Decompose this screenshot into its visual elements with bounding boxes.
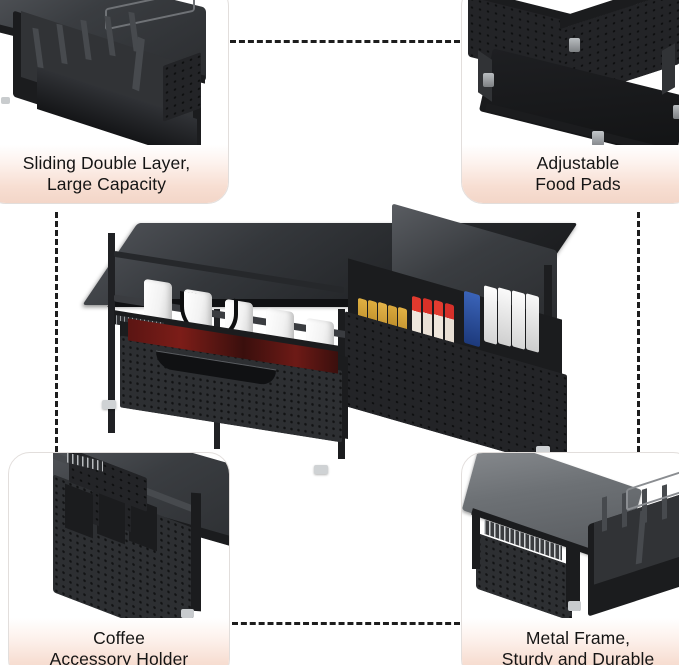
panel-caption-sliding-double-layer: Sliding Double Layer, Large Capacity xyxy=(0,145,228,203)
leveling-foot xyxy=(102,400,116,409)
caption-line-1: Metal Frame, xyxy=(525,628,631,649)
panel-metal-frame[interactable]: Metal Frame, Sturdy and Durable xyxy=(461,452,679,665)
panel-image-adjustable-food-pads xyxy=(462,0,679,203)
tea-box-white xyxy=(512,290,525,350)
tea-box-white xyxy=(498,287,511,347)
caption-line-2: Accessory Holder xyxy=(49,649,189,665)
leveling-foot xyxy=(536,446,550,455)
caption-line-1: Sliding Double Layer, xyxy=(22,153,191,174)
tea-box-white xyxy=(484,285,497,345)
adjustable-foot-pad xyxy=(592,131,604,146)
hero-alt-text: Black metal under-desk coffee station ho… xyxy=(92,213,93,214)
leveling-foot xyxy=(314,465,328,474)
panel-image-coffee-accessory-holder xyxy=(9,453,229,665)
caption-line-2: Sturdy and Durable xyxy=(501,649,655,665)
panel-adjustable-food-pads[interactable]: Adjustable Food Pads xyxy=(461,0,679,204)
connector-line-right xyxy=(637,212,640,452)
tray-divider xyxy=(602,496,607,532)
panel-image-sliding-double-layer xyxy=(0,0,228,203)
leveling-foot xyxy=(1,97,10,104)
tea-box-white xyxy=(526,293,539,353)
caption-line-1: Adjustable xyxy=(536,153,620,174)
panel-caption-coffee-accessory-holder: Coffee Accessory Holder xyxy=(9,618,229,665)
caption-line-2: Food Pads xyxy=(535,174,621,194)
cross-beam xyxy=(662,43,675,95)
hero-product-image: Black metal under-desk coffee station ho… xyxy=(82,203,592,478)
panel-caption-metal-frame: Metal Frame, Sturdy and Durable xyxy=(462,618,679,665)
tea-box-blue xyxy=(464,290,480,348)
leveling-foot xyxy=(181,609,194,618)
panel-coffee-accessory-holder[interactable]: Coffee Accessory Holder xyxy=(8,452,230,665)
panel-caption-adjustable-food-pads: Adjustable Food Pads xyxy=(462,145,679,203)
caption-line-2: Large Capacity xyxy=(46,174,167,194)
frame-post-left xyxy=(472,511,480,569)
panel-image-metal-frame xyxy=(462,453,679,665)
frame-post-right xyxy=(191,492,201,612)
adjustable-foot-pad xyxy=(569,38,580,52)
connector-line-bottom xyxy=(232,622,460,625)
panel-sliding-double-layer[interactable]: Sliding Double Layer, Large Capacity xyxy=(0,0,229,204)
leveling-foot xyxy=(568,601,581,611)
caption-line-1: Coffee xyxy=(93,628,145,649)
adjustable-foot-pad xyxy=(673,105,679,119)
adjustable-foot-pad xyxy=(483,73,494,87)
frame-post-left-front xyxy=(108,233,115,433)
connector-line-left xyxy=(55,212,58,452)
connector-line-top xyxy=(230,40,460,43)
